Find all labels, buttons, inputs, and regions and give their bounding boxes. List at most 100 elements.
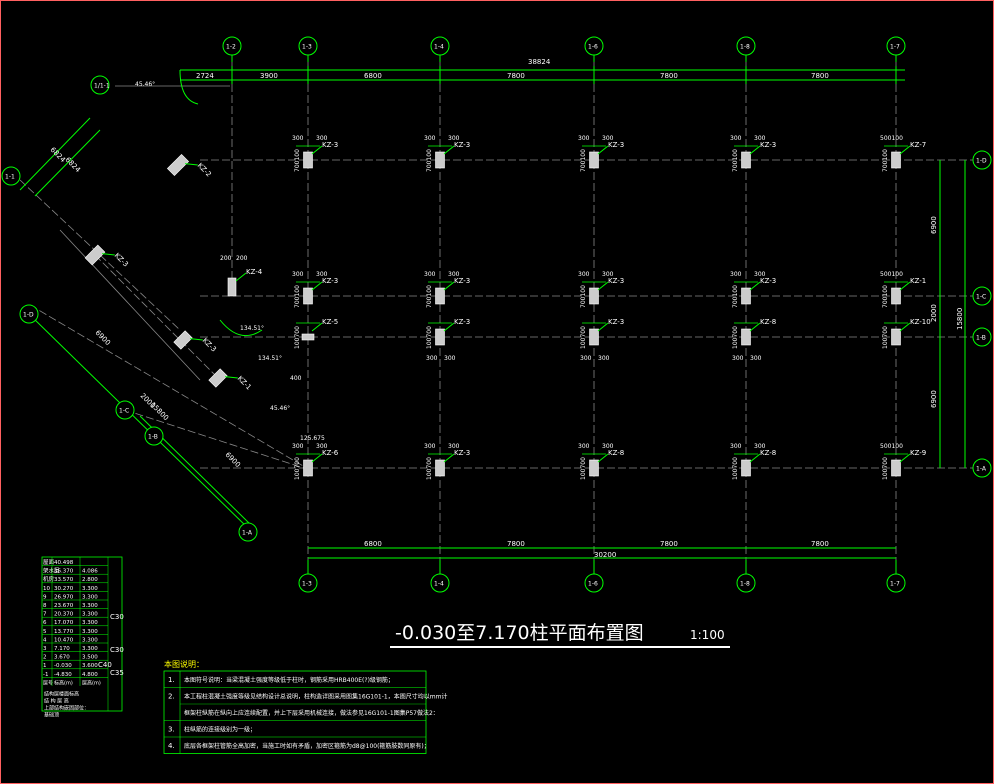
grid-column: KZ-3 (435, 277, 470, 305)
axis-bubble-label: 1-B (148, 434, 158, 441)
column-leader (443, 322, 455, 332)
table-footer: 结 构 层 高 (44, 697, 69, 704)
table-cell: 36.370 (54, 569, 74, 575)
column-offset-text: 300 (448, 443, 460, 450)
column-offsets: 100700 (882, 326, 889, 349)
axis-bubble-circle (972, 286, 992, 306)
notes-title: 本图说明： (164, 659, 204, 669)
axis-bubble-label: 1-6 (588, 44, 598, 51)
column-offset-text: 300 (316, 135, 328, 142)
grid-column: KZ-5 (301, 318, 338, 341)
column-label: KZ-3 (113, 251, 130, 268)
table-footer: 上部结构嵌固部位： (44, 704, 89, 711)
table-grade: C40 (98, 661, 112, 669)
axis-bubble-label: 1-A (976, 466, 987, 473)
axis-bubble-bottom: 1-7 (886, 573, 906, 593)
table-col-header: 层高(m) (82, 679, 101, 686)
grid-column: KZ-3 (435, 141, 470, 169)
column-label: KZ-3 (322, 277, 338, 285)
column-label: KZ-3 (454, 277, 470, 285)
inclined-column: KZ-1 (208, 368, 253, 392)
table-cell: 4.086 (82, 569, 98, 575)
axis-bubble-label: 1-4 (434, 581, 444, 588)
axis-bubble-label: 1-3 (302, 581, 312, 588)
column-offset-text: 700100 (580, 285, 587, 308)
axis-bubble-right: 1-A (972, 458, 992, 478)
column-leader (749, 145, 761, 155)
table-cell: 13.770 (54, 629, 74, 635)
axis-bubble-label: 1-A (242, 530, 253, 537)
column-offset-text: 300 (750, 355, 762, 362)
column-rect (589, 328, 599, 346)
angle-text: 134.51° (258, 355, 282, 362)
axis-bubble-circle (736, 573, 756, 593)
column-offset-text: 500100 (880, 135, 903, 142)
column-rect (435, 459, 445, 477)
column-leader (749, 453, 761, 463)
column-offset-text: 300 (448, 135, 460, 142)
column-offset-text: 700100 (732, 149, 739, 172)
table-grade: C30 (110, 613, 124, 621)
note-text: 框架柱纵筋在纵向上应连续配置，并上下层采用机械连接，做法参见16G101-1图集… (184, 709, 439, 717)
right-seg-dim-text: 2000 (930, 304, 938, 322)
top-total-dim-text: 38824 (528, 58, 551, 66)
column-label: KZ-3 (454, 318, 470, 326)
column-rect (303, 287, 313, 305)
column-offset-text: 100700 (882, 326, 889, 349)
column-offset-text: 700100 (426, 285, 433, 308)
axis-bubble-circle (115, 400, 135, 420)
column-offset-text: 125.675 (300, 435, 325, 442)
table-footer: 基础顶 (44, 711, 59, 718)
note-text: 本图符号说明：当梁混凝土强度等级低于柱时，钢筋采用HRB400E(?)级钢筋； (184, 676, 394, 684)
column-label: KZ-7 (910, 141, 926, 149)
grid-column: KZ-8 (589, 449, 624, 477)
axis-bubble-circle (298, 573, 318, 593)
table-cell: 3.300 (82, 620, 98, 626)
column-offset-text: 300 (292, 443, 304, 450)
column-label: KZ-10 (910, 318, 931, 326)
column-offset-text: 700100 (882, 285, 889, 308)
column-label: KZ-8 (608, 449, 624, 457)
grid-column: KZ-3 (589, 277, 624, 305)
column-offset-text: 500100 (880, 443, 903, 450)
axis-bubble-top: 1-8 (736, 36, 756, 56)
column-label: KZ-3 (608, 318, 624, 326)
column-label: KZ-2 (196, 161, 213, 178)
grid-column: KZ-3 (435, 318, 470, 346)
axis-bubble-right: 1-C (972, 286, 992, 306)
table-cell: 机房 (43, 575, 55, 583)
column-rect (301, 333, 315, 341)
table-cell: 4 (43, 637, 47, 643)
column-offset-text: 300 (754, 135, 766, 142)
axis-bubble-circle (972, 150, 992, 170)
table-cell: -1 (43, 672, 48, 678)
axis-bubble-bottom: 1-3 (298, 573, 318, 593)
grid-column: KZ-3 (741, 277, 776, 305)
inclined-dim (29, 314, 251, 531)
table-cell: 3.300 (82, 629, 98, 635)
table-cell: 7 (43, 612, 47, 618)
table-cell: 3.300 (82, 586, 98, 592)
table-grade: C35 (110, 669, 124, 677)
column-offset-text: 300 (754, 443, 766, 450)
axis-bubble-label: 1-1 (5, 174, 15, 181)
column-label: KZ-3 (760, 141, 776, 149)
table-cell: 3.670 (54, 655, 70, 661)
table-cell: 9 (43, 594, 47, 600)
inclined-dim (34, 129, 101, 197)
table-col-header: 层号 (43, 680, 53, 686)
drawing-title-block: -0.030至7.170柱平面布置图 1:100 (390, 622, 730, 648)
axis-bubble-circle (238, 522, 258, 542)
column-offset-text: 300 (444, 355, 456, 362)
column-offset-text: 300 (602, 271, 614, 278)
axis-bubble-circle (90, 75, 110, 95)
column-leader (311, 453, 323, 463)
column-label: KZ-3 (454, 141, 470, 149)
inclined-dim (19, 117, 91, 191)
